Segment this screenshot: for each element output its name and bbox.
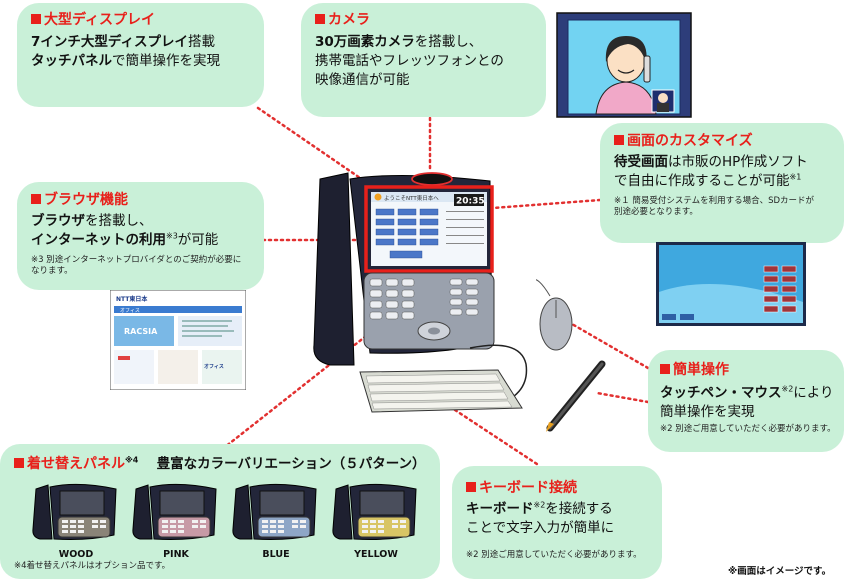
woman-hair <box>605 36 647 64</box>
video-call-illustration <box>556 12 692 118</box>
keyboard-line1-rest: を接続する <box>545 501 613 517</box>
handset-icon <box>643 55 651 83</box>
footer-note: ※画面はイメージです。 <box>728 566 832 577</box>
simple-note: ※2 別途ご用意していただく必要があります。 <box>660 424 836 434</box>
panel-subtitle: 豊富なカラーバリエーション（５パターン） <box>156 456 426 472</box>
browser-nav2: オフィス <box>204 363 224 370</box>
customize-title: 画面のカスタマイズ <box>614 133 844 150</box>
keyboard-illustration <box>359 344 528 413</box>
keyboard-line2: ことで文字入力が簡単に <box>466 520 615 536</box>
simple-line1-rest: により <box>793 385 834 401</box>
variant-phone-icon <box>332 483 417 540</box>
camera-line2: 携帯電話やフレッツフォンとの <box>315 53 504 69</box>
panel-variant-row: WOOD PINK BLUE YELLOW <box>14 479 440 560</box>
keyboard-title: キーボード接続 <box>466 480 662 497</box>
simple-bubble: 簡単操作 タッチペン・マウス※2により 簡単操作を実現 ※2 別途ご用意していた… <box>648 350 844 452</box>
screen-highlight <box>364 185 494 273</box>
panel-note: ※4着せ替えパネルはオプション品です。 <box>14 561 171 571</box>
display-line2-bold: タッチパネル <box>31 53 112 69</box>
display-line2-rest: で簡単操作を実現 <box>112 53 220 69</box>
browser-logo: NTT東日本 <box>116 295 148 303</box>
browser-nav1: オフィス <box>120 308 140 314</box>
variant-phone-icon <box>32 483 117 540</box>
browser-line2-rest: が可能 <box>177 232 219 248</box>
camera-line1-rest: を搭載し、 <box>414 34 483 50</box>
camera-line3: 映像通信が可能 <box>315 72 410 88</box>
display-title: 大型ディスプレイ <box>31 12 264 29</box>
camera-lens-icon <box>411 172 453 186</box>
display-bubble: 大型ディスプレイ 7インチ大型ディスプレイ搭載 タッチパネルで簡単操作を実現 <box>17 3 264 107</box>
panel-variant-blue: BLUE <box>228 479 324 560</box>
panel-title: 着せ替えパネル※4 <box>14 456 138 472</box>
mouse-illustration <box>536 279 573 351</box>
customize-line1-rest: は市販のHP作成ソフト <box>668 154 808 170</box>
simple-title: 簡単操作 <box>660 362 844 379</box>
connector-panel <box>223 323 382 449</box>
browser-brand: RACSIA <box>124 327 158 336</box>
variant-label: PINK <box>163 549 189 560</box>
variant-label: BLUE <box>262 549 290 560</box>
browser-title: ブラウザ機能 <box>31 192 264 209</box>
browser-line1-bold: ブラウザ <box>31 213 85 229</box>
display-line1-bold: 7インチ大型ディスプレイ <box>31 34 188 50</box>
connector-pen <box>595 391 650 404</box>
panel-variant-pink: PINK <box>128 479 224 560</box>
panel-variant-wood: WOOD <box>28 479 124 560</box>
customize-line1-bold: 待受画面 <box>614 154 668 170</box>
keyboard-note: ※2 別途ご用意していただく必要があります。 <box>466 550 642 560</box>
panel-bubble: 着せ替えパネル※4 豊富なカラーバリエーション（５パターン） WOOD PINK B… <box>0 444 440 579</box>
simple-line1-bold: タッチペン・マウス <box>660 385 782 401</box>
camera-bubble: カメラ 30万画素カメラを搭載し、 携帯電話やフレッツフォンとの 映像通信が可能 <box>301 3 546 117</box>
simple-line2: 簡単操作を実現 <box>660 404 755 420</box>
browser-bubble: ブラウザ機能 ブラウザを搭載し、 インターネットの利用※3が可能 ※3 別途イン… <box>17 182 264 290</box>
browser-screenshot-image: NTT東日本 オフィス RACSIA オフィス <box>110 290 246 390</box>
screen-time: 20:35 <box>456 197 485 207</box>
phone-illustration: ようこそNTT東日本へ 20:35 <box>313 172 495 366</box>
variant-label: YELLOW <box>354 549 398 560</box>
keyboard-line1-bold: キーボード <box>466 501 534 517</box>
display-line1-rest: 搭載 <box>187 34 215 50</box>
connector-keyboard <box>453 408 542 468</box>
browser-line2-bold: インターネットの利用 <box>31 232 166 248</box>
standby-screen-image <box>656 242 806 326</box>
customize-line2: で自由に作成することが可能 <box>614 173 790 189</box>
variant-phone-icon <box>132 483 217 540</box>
handset <box>313 172 355 366</box>
connector-mouse <box>570 322 650 370</box>
panel-variant-yellow: YELLOW <box>328 479 424 560</box>
customize-bubble: 画面のカスタマイズ 待受画面は市販のHP作成ソフト で自由に作成することが可能 ※… <box>600 123 844 243</box>
keyboard-bubble: キーボード接続 キーボード※2を接続する ことで文字入力が簡単に ※2 別途ご用… <box>452 466 662 579</box>
screen-greeting: ようこそNTT東日本へ <box>384 194 439 202</box>
customize-note: ※１ 簡易受付システムを利用する場合、SDカードが別途必要となります。 <box>614 196 815 217</box>
variant-phone-icon <box>232 483 317 540</box>
camera-line1-bold: 30万画素カメラ <box>315 34 415 50</box>
variant-label: WOOD <box>58 549 94 560</box>
browser-note: ※3 別途インターネットプロバイダとのご契約が必要になります。 <box>31 255 242 276</box>
connector-customize <box>491 198 602 210</box>
browser-line1-rest: を搭載し、 <box>85 213 153 229</box>
camera-title: カメラ <box>315 12 546 29</box>
touch-pen-illustration <box>546 360 606 432</box>
